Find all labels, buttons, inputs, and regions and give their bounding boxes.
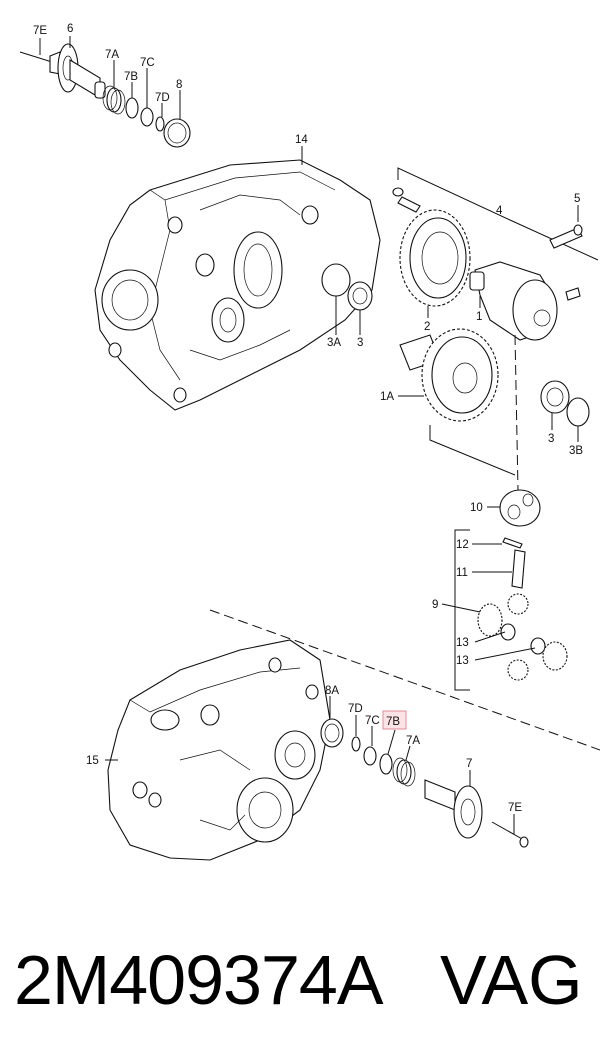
callout-3B: 3B — [569, 445, 583, 457]
callout-7C-top: 7C — [140, 57, 155, 69]
callout-6: 6 — [67, 23, 73, 35]
caption-bar: 2M409374A VAG — [0, 930, 600, 1040]
brand-name: VAG — [440, 941, 583, 1019]
callout-7A-top: 7A — [105, 49, 119, 61]
exploded-parts-diagram: 7E 6 7A 7C 7B 8 7D 14 5 4 1 2 3A 3 1A 3 … — [19, 23, 600, 861]
ring-7C-bottom — [363, 746, 377, 766]
pin-small — [565, 287, 581, 301]
callout-1A: 1A — [380, 391, 394, 403]
bearing-3-lower — [540, 380, 570, 414]
part-number: 2M409374A — [14, 941, 384, 1019]
transmission-housing-14 — [94, 159, 381, 411]
seal-8A — [320, 718, 344, 748]
crown-wheel-2 — [399, 209, 471, 307]
callout-5: 5 — [574, 193, 580, 205]
leader-lines — [39, 36, 579, 834]
spring-7A-bottom — [392, 757, 416, 787]
ring-7D-top — [155, 116, 165, 132]
gearbox-housing-15 — [107, 639, 331, 861]
callout-3-lower: 3 — [548, 433, 554, 445]
callout-7E-top: 7E — [33, 25, 47, 37]
callout-7E-bottom: 7E — [508, 802, 522, 814]
callout-7A-bottom: 7A — [406, 735, 420, 747]
shim-3B — [566, 397, 590, 427]
group-9-bracket — [454, 529, 470, 691]
ring-7B-top — [125, 97, 139, 119]
bolt-7E-bottom — [491, 821, 529, 848]
callout-highlight-7B — [382, 710, 407, 730]
seal-8 — [163, 118, 191, 148]
dashed-link-lower — [209, 609, 600, 751]
bolt-5 — [549, 224, 583, 249]
ring-7B-bottom — [379, 753, 393, 775]
callout-13-a: 13 — [456, 637, 469, 649]
callout-3-upper: 3 — [357, 337, 363, 349]
bolts-top — [392, 187, 421, 213]
ring-7C-top — [140, 107, 154, 127]
shaft-11 — [511, 549, 526, 589]
ring-7D-bottom — [351, 736, 361, 752]
callout-15: 15 — [86, 755, 99, 767]
seal-3-upper — [347, 281, 373, 311]
differential-housing-1 — [469, 261, 558, 341]
callout-1: 1 — [476, 311, 482, 323]
callout-2: 2 — [424, 321, 430, 333]
planet-gear-9 — [477, 593, 568, 681]
callout-7: 7 — [466, 758, 472, 770]
callout-13-b: 13 — [456, 655, 469, 667]
callout-10: 10 — [470, 502, 483, 514]
callout-7C-bottom: 7C — [365, 715, 380, 727]
callout-7D-bottom: 7D — [348, 703, 363, 715]
dashed-link-upper — [514, 334, 519, 491]
callout-4: 4 — [496, 205, 503, 217]
callout-12: 12 — [456, 539, 469, 551]
callout-11: 11 — [456, 567, 468, 579]
callout-7D-top: 7D — [155, 92, 170, 104]
callout-8A: 8A — [325, 685, 339, 697]
diff-cage-10 — [499, 489, 541, 527]
callout-8: 8 — [176, 79, 182, 91]
callout-7B-top: 7B — [124, 71, 138, 83]
drive-flange-7 — [424, 779, 483, 839]
pin-12 — [502, 537, 523, 549]
callout-9: 9 — [432, 599, 438, 611]
drive-flange-top — [19, 43, 106, 99]
callout-3A: 3A — [327, 337, 341, 349]
output-gear-1A — [399, 328, 499, 422]
group-1A-bracket — [429, 425, 516, 476]
spring-7A-top — [102, 85, 126, 115]
callout-7B-bottom: 7B — [386, 716, 400, 728]
callout-14: 14 — [295, 134, 308, 146]
